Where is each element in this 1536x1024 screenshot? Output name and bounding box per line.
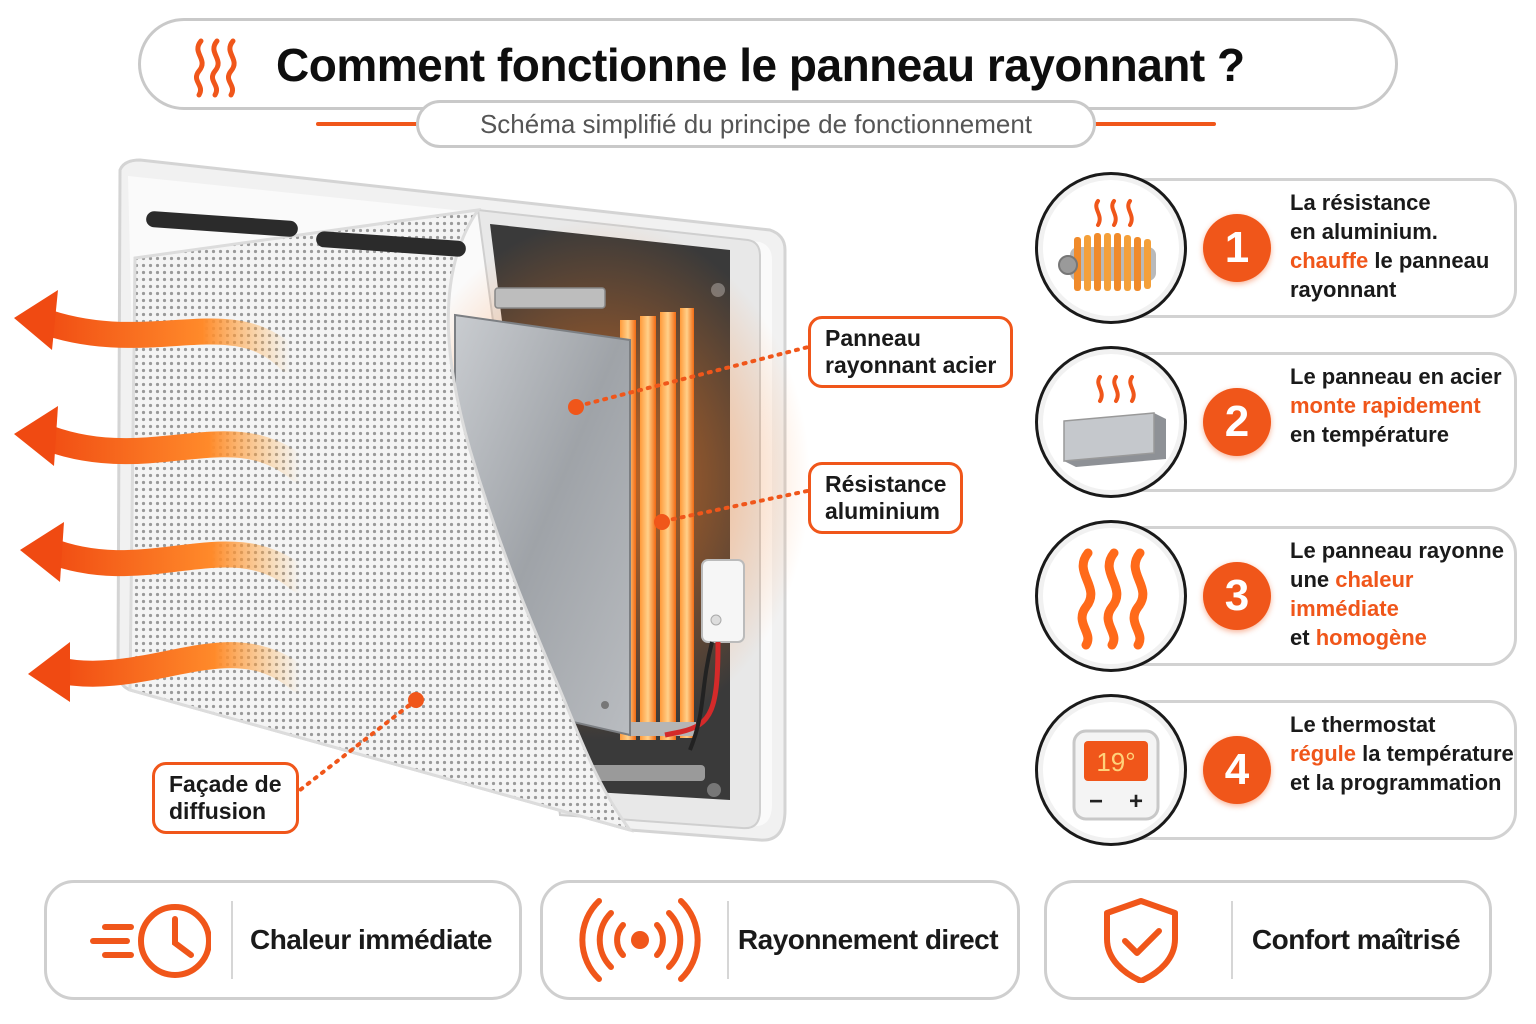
page-subtitle: Schéma simplifié du principe de fonction… — [416, 100, 1096, 148]
callout-resistance-line2: aluminium — [825, 498, 941, 524]
step-illustration — [1035, 172, 1187, 324]
radiator-illustration — [14, 158, 814, 842]
step-illustration: 19° − + — [1035, 694, 1187, 846]
badge-immediate-heat: Chaleur immédiate — [44, 880, 522, 1000]
highlight-text: chaleur immédiate — [1290, 567, 1414, 621]
step-text-line: Le panneau rayonne — [1290, 536, 1515, 565]
step-number: 3 — [1203, 562, 1271, 630]
step-text-line: monte rapidement — [1290, 391, 1515, 420]
heat-arrow — [27, 307, 303, 373]
step-text-segment: et — [1290, 625, 1316, 650]
step-text-line: et la programmation — [1290, 768, 1515, 797]
step-text-segment: une — [1290, 567, 1336, 592]
highlight-text: chauffe — [1290, 248, 1369, 273]
badge-controlled-comfort: Confort maîtrisé — [1044, 880, 1492, 1000]
step-text-line: rayonnant — [1290, 275, 1515, 304]
step-text-line: Le thermostat — [1290, 710, 1515, 739]
thermostat-icon: 19° − + — [1072, 729, 1160, 821]
step-text-line: une chaleur immédiate — [1290, 565, 1515, 623]
badge-separator — [727, 901, 729, 979]
step-text-segment: Le panneau rayonne — [1290, 538, 1504, 563]
step-text-segment: et la programmation — [1290, 770, 1502, 795]
radiation-icon — [579, 898, 701, 982]
step-description: Le panneau en acier monte rapidement en te… — [1290, 362, 1515, 449]
step-illustration — [1035, 520, 1187, 672]
callout-facade-line1: Façade de — [169, 771, 282, 797]
step-number: 4 — [1203, 736, 1271, 804]
callout-resistance-line1: Résistance — [825, 471, 947, 497]
radiator-diagram: Panneau rayonnant acier Résistance alumi… — [0, 150, 1030, 870]
thermostat-minus: − — [1089, 788, 1103, 815]
callout-diffusion-facade: Façade de diffusion — [152, 762, 299, 834]
badge-label: Chaleur immédiate — [249, 924, 493, 955]
step-text-segment: Le thermostat — [1290, 712, 1436, 737]
callout-aluminium-resistance: Résistance aluminium — [808, 462, 964, 534]
step-number: 1 — [1203, 214, 1271, 282]
badge-label: Rayonnement direct — [737, 924, 999, 955]
highlight-text: homogène — [1315, 625, 1427, 650]
heat-arrow — [27, 422, 313, 483]
callout-facade-line2: diffusion — [169, 798, 267, 824]
callout-steel-panel-line2: rayonnant acier — [825, 352, 997, 378]
page-title: Comment fonctionne le panneau rayonnant … — [276, 39, 1245, 91]
step-text-line: chauffe le panneau — [1290, 246, 1515, 275]
step-text-segment: rayonnant — [1290, 277, 1397, 302]
aluminium-heater-icon — [1058, 199, 1156, 291]
badge-separator — [231, 901, 233, 979]
step-text-line: en aluminium. — [1290, 217, 1515, 246]
step-text-segment: La résistance — [1290, 190, 1431, 215]
shield-check-icon — [1104, 898, 1178, 983]
badge-separator — [1231, 901, 1233, 979]
step-2: 2 Le panneau en acier monte rapidement en … — [1035, 346, 1517, 498]
step-text-line: et homogène — [1290, 623, 1515, 652]
step-text-line: La résistance — [1290, 188, 1515, 217]
subtitle-rule-right — [1094, 122, 1216, 126]
highlight-text: monte rapidement — [1290, 393, 1481, 418]
step-illustration — [1035, 346, 1187, 498]
highlight-text: régule — [1290, 741, 1357, 766]
step-text-segment: le panneau — [1368, 248, 1490, 273]
subtitle-rule-left — [316, 122, 418, 126]
badge-direct-radiation: Rayonnement direct — [540, 880, 1020, 1000]
heat-waves-icon — [1077, 548, 1148, 650]
step-text-line: régule la température — [1290, 739, 1515, 768]
heat-waves-icon — [193, 38, 237, 98]
step-text-segment: en aluminium. — [1290, 219, 1438, 244]
fast-clock-icon — [90, 904, 211, 978]
step-text-segment: en température — [1290, 422, 1449, 447]
badge-label: Confort maîtrisé — [1251, 924, 1461, 955]
thermostat-display: 19° — [1096, 747, 1135, 777]
title-banner: Comment fonctionne le panneau rayonnant … — [138, 18, 1398, 110]
thermostat-plus: + — [1129, 788, 1143, 815]
callout-steel-panel: Panneau rayonnant acier — [808, 316, 1014, 388]
step-text-segment: la température — [1356, 741, 1514, 766]
callout-steel-panel-line1: Panneau — [825, 325, 921, 351]
heat-arrow — [35, 537, 313, 593]
step-text-line: Le panneau en acier — [1290, 362, 1515, 391]
steel-panel-icon — [1063, 375, 1166, 467]
step-text-segment: Le panneau en acier — [1290, 364, 1502, 389]
step-number: 2 — [1203, 388, 1271, 456]
heat-arrow — [43, 642, 313, 693]
step-text-line: en température — [1290, 420, 1515, 449]
